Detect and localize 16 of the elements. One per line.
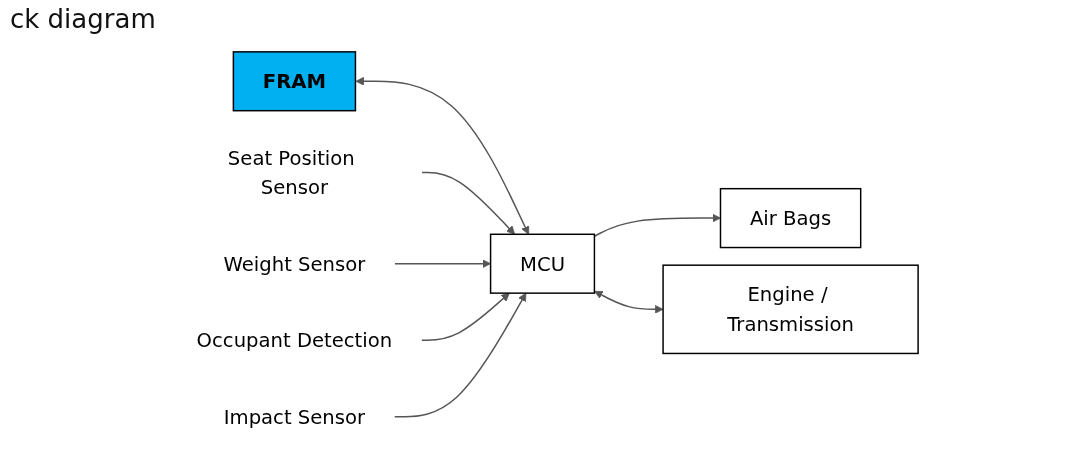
- node-box: MCU: [489, 233, 596, 294]
- node-box: Air Bags: [719, 187, 862, 249]
- arrow: [393, 292, 527, 418]
- arrow: [594, 290, 664, 314]
- node-text: Impact Sensor: [223, 404, 366, 429]
- arrow: [355, 76, 530, 235]
- node-text: Occupant Detection: [196, 328, 393, 352]
- arrow: [593, 213, 721, 237]
- arrow: [421, 171, 516, 235]
- node-text: Seat Position Sensor: [227, 146, 355, 199]
- arrow: [394, 259, 491, 269]
- node-box: FRAM: [232, 51, 357, 112]
- diagram-title: ck diagram: [10, 4, 156, 34]
- node-text: Weight Sensor: [223, 251, 366, 276]
- arrow: [420, 292, 510, 341]
- node-box: Engine / Transmission: [662, 264, 919, 355]
